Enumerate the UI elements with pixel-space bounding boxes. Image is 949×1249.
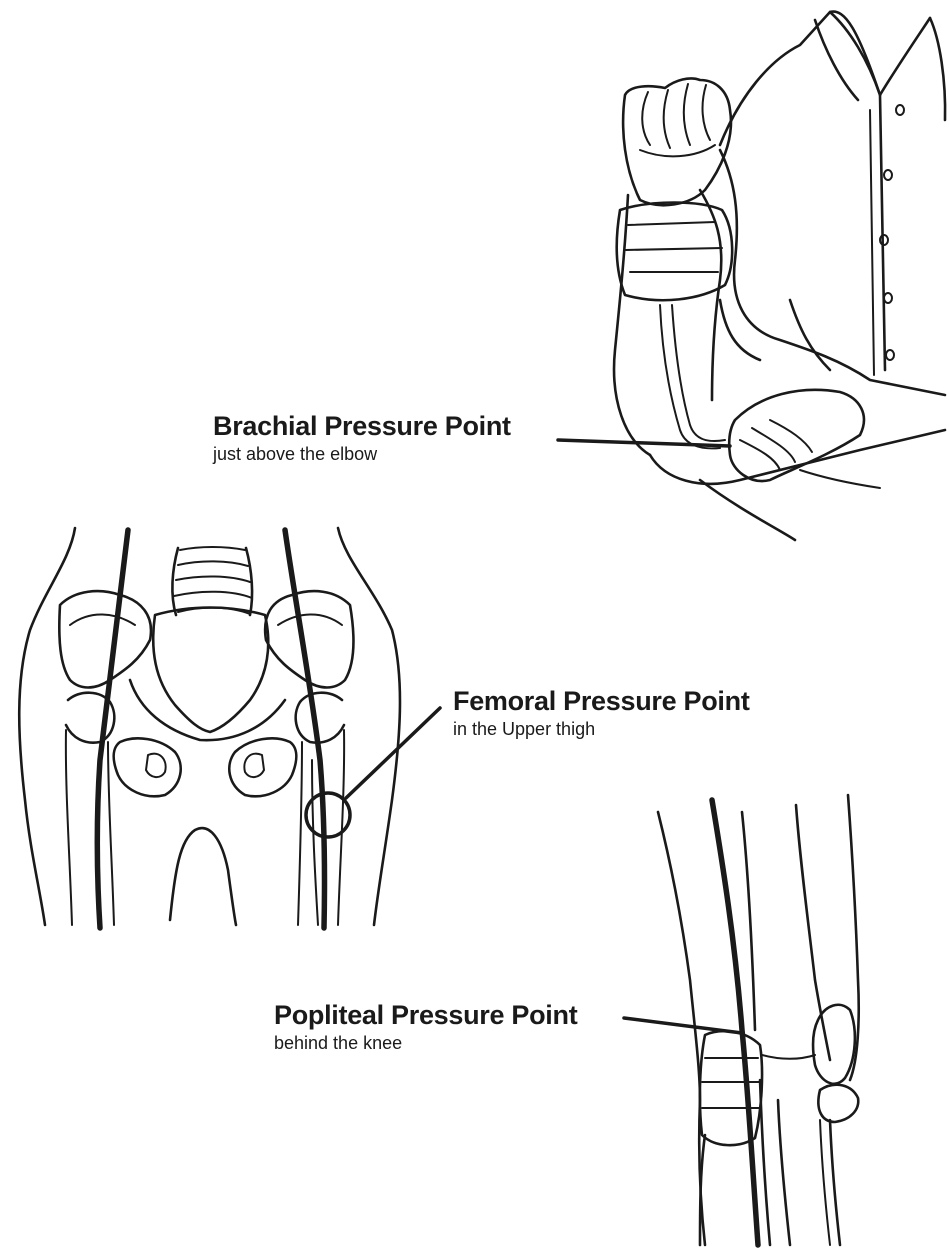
brachial-callout: Brachial Pressure Point just above the e…	[213, 411, 511, 465]
femoral-title: Femoral Pressure Point	[453, 686, 750, 717]
popliteal-callout: Popliteal Pressure Point behind the knee	[274, 1000, 577, 1054]
arm-illustration	[558, 12, 945, 540]
popliteal-title: Popliteal Pressure Point	[274, 1000, 577, 1031]
popliteal-subtitle: behind the knee	[274, 1033, 577, 1054]
pelvis-illustration	[19, 528, 440, 928]
brachial-subtitle: just above the elbow	[213, 444, 511, 465]
knee-illustration	[624, 795, 859, 1245]
femoral-subtitle: in the Upper thigh	[453, 719, 750, 740]
femoral-callout: Femoral Pressure Point in the Upper thig…	[453, 686, 750, 740]
brachial-title: Brachial Pressure Point	[213, 411, 511, 442]
